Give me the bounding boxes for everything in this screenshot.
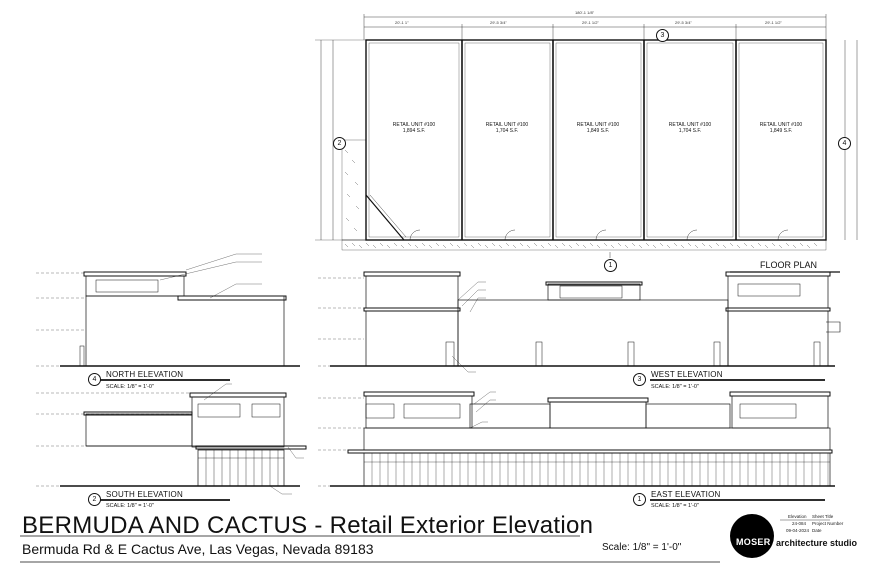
unit-area: 1,849 S.F. bbox=[586, 128, 610, 134]
east-elevation-scale: SCALE: 1/8" = 1'-0" bbox=[651, 503, 699, 509]
west-elevation-number: 3 bbox=[633, 373, 646, 386]
unit-name: RETAIL UNIT #100 bbox=[485, 122, 529, 128]
south-elevation-scale: SCALE: 1/8" = 1'-0" bbox=[106, 503, 154, 509]
west-elevation-title: WEST ELEVATION bbox=[651, 370, 723, 379]
sheet-date: 09-04-2024 bbox=[786, 528, 810, 533]
east-elevation-number: 1 bbox=[633, 493, 646, 506]
unit-area: 1,849 S.F. bbox=[769, 128, 793, 134]
retail-unit-1: RETAIL UNIT #100 1,894 S.F. bbox=[374, 122, 454, 134]
moser-logo bbox=[730, 514, 774, 558]
retail-unit-4: RETAIL UNIT #100 1,704 S.F. bbox=[650, 122, 730, 134]
unit-name: RETAIL UNIT #100 bbox=[759, 122, 803, 128]
segment-dimension: 29'-5 3/4" bbox=[490, 20, 507, 25]
east-storefront-mullions bbox=[364, 453, 830, 486]
segment-dimension: 29'-1 1/2" bbox=[582, 20, 599, 25]
project-address: Bermuda Rd & E Cactus Ave, Las Vegas, Ne… bbox=[22, 541, 374, 557]
sheet-name-label: Sheet Title bbox=[812, 514, 834, 519]
south-elevation-number: 2 bbox=[88, 493, 101, 506]
sheet-title: BERMUDA AND CACTUS - Retail Exterior Ele… bbox=[22, 512, 594, 539]
sheet-name: Elevation bbox=[788, 514, 807, 519]
unit-area: 1,704 S.F. bbox=[495, 128, 519, 134]
floor-plan-title: FLOOR PLAN bbox=[760, 260, 818, 270]
unit-name: RETAIL UNIT #100 bbox=[576, 122, 620, 128]
unit-name: RETAIL UNIT #100 bbox=[392, 122, 436, 128]
north-elevation-drawing bbox=[36, 253, 300, 381]
plan-callout-4: 4 bbox=[838, 137, 851, 150]
firm-mark: MOSER bbox=[736, 537, 771, 547]
east-elevation-drawing bbox=[318, 391, 835, 501]
south-elevation-drawing bbox=[36, 383, 307, 501]
unit-name: RETAIL UNIT #100 bbox=[668, 122, 712, 128]
east-elevation-title: EAST ELEVATION bbox=[651, 490, 721, 499]
firm-name: architecture studio bbox=[776, 538, 858, 548]
north-elevation-title: NORTH ELEVATION bbox=[106, 370, 184, 379]
west-elevation-drawing bbox=[318, 271, 841, 381]
unit-area: 1,894 S.F. bbox=[402, 128, 426, 134]
retail-unit-3: RETAIL UNIT #100 1,849 S.F. bbox=[558, 122, 638, 134]
plan-callout-3: 3 bbox=[656, 29, 669, 42]
unit-area: 1,704 S.F. bbox=[678, 128, 702, 134]
retail-unit-2: RETAIL UNIT #100 1,704 S.F. bbox=[467, 122, 547, 134]
north-elevation-number: 4 bbox=[88, 373, 101, 386]
segment-dimension: 20'-1 1" bbox=[395, 20, 409, 25]
plan-callout-2: 2 bbox=[333, 137, 346, 150]
project-number: 24-084 bbox=[792, 521, 807, 526]
segment-dimension: 29'-5 3/4" bbox=[675, 20, 692, 25]
segment-dimension: 29'-1 1/2" bbox=[765, 20, 782, 25]
west-elevation-scale: SCALE: 1/8" = 1'-0" bbox=[651, 384, 699, 390]
sheet-date-label: Date bbox=[812, 528, 822, 533]
title-block-frame bbox=[20, 519, 830, 563]
project-number-label: Project Number bbox=[812, 521, 844, 526]
overall-dimension: 180'-1 1/8" bbox=[575, 10, 595, 15]
sheet-scale: Scale: 1/8" = 1'-0" bbox=[602, 542, 682, 553]
plan-callout-1: 1 bbox=[604, 259, 617, 272]
south-elevation-title: SOUTH ELEVATION bbox=[106, 490, 183, 499]
retail-unit-5: RETAIL UNIT #100 1,849 S.F. bbox=[741, 122, 821, 134]
north-elevation-scale: SCALE: 1/8" = 1'-0" bbox=[106, 384, 154, 390]
